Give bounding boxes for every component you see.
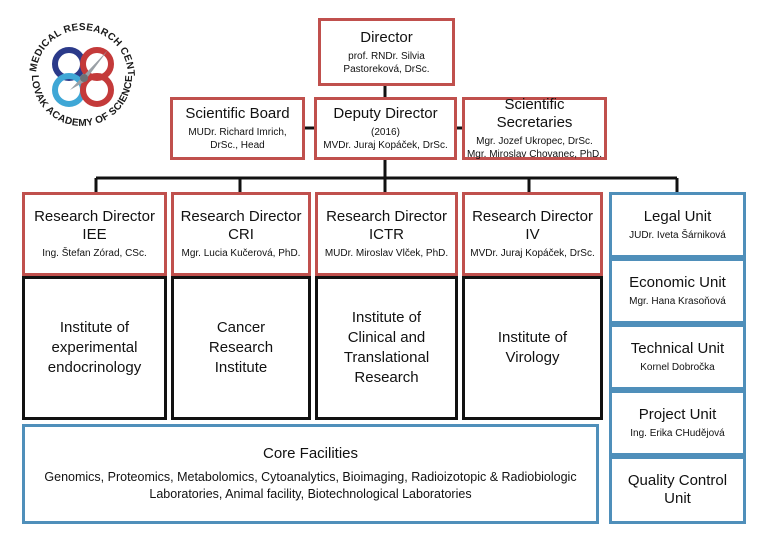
technical-unit-name: Kornel Dobročka: [640, 362, 715, 373]
institute-cri-line3: Institute: [214, 359, 268, 376]
quality-control-unit-box: Quality Control Unit: [609, 456, 746, 524]
institute-iv-line1: Institute of: [497, 329, 568, 346]
deputy-director-year: (2016): [371, 127, 400, 138]
legal-unit-box: Legal Unit JUDr. Iveta Šárniková: [609, 192, 746, 258]
quality-control-unit-title-line1: Quality Control: [627, 472, 728, 489]
logo-top-text: BIOMEDICAL RESEARCH CENTER: [14, 4, 136, 77]
logo-needle: [70, 50, 108, 90]
research-director-ictr-box: Research Director ICTR MUDr. Miroslav Vl…: [315, 192, 458, 276]
research-director-cri-box: Research Director CRI Mgr. Lucia Kučerov…: [171, 192, 311, 276]
research-director-iee-code: IEE: [82, 226, 107, 243]
institute-cri-line2: Research: [208, 339, 274, 356]
institute-iv-box: Institute of Virology: [462, 276, 603, 420]
scientific-board-name-line2: DrSc., Head: [210, 140, 265, 151]
research-director-ictr-code: ICTR: [369, 226, 404, 243]
research-director-cri-name: Mgr. Lucia Kučerová, PhD.: [181, 248, 301, 259]
economic-unit-box: Economic Unit Mgr. Hana Krasoňová: [609, 258, 746, 324]
brc-logo: BIOMEDICAL RESEARCH CENTER SLOVAK ACADEM…: [14, 4, 146, 140]
research-director-iee-name: Ing. Štefan Zórad, CSc.: [42, 248, 147, 259]
research-director-ictr-name: MUDr. Miroslav Vlček, PhD.: [324, 248, 449, 259]
scientific-secretaries-box: Scientific Secretaries Mgr. Jozef Ukrope…: [462, 96, 607, 160]
scientific-secretaries-name-line2: Mgr. Miroslav Chovanec, PhD.: [466, 149, 603, 160]
economic-unit-name: Mgr. Hana Krasoňová: [629, 296, 726, 307]
director-box: Director prof. RNDr. Silvia Pastoreková,…: [318, 18, 455, 86]
institute-ictr-line1: Institute of: [351, 309, 422, 326]
research-director-iee-box: Research Director IEE Ing. Štefan Zórad,…: [22, 192, 167, 276]
scientific-board-name-line1: MUDr. Richard Imrich,: [188, 127, 287, 138]
scientific-board-title: Scientific Board: [185, 105, 290, 122]
director-title: Director: [360, 28, 413, 46]
deputy-director-box: Deputy Director (2016) MVDr. Juraj Kopáč…: [314, 97, 457, 160]
deputy-director-name: MVDr. Juraj Kopáček, DrSc.: [323, 140, 448, 151]
legal-unit-name: JUDr. Iveta Šárniková: [629, 230, 726, 241]
research-director-ictr-title: Research Director: [326, 208, 447, 225]
project-unit-title: Project Unit: [638, 406, 717, 423]
scientific-secretaries-name-line1: Mgr. Jozef Ukropec, DrSc.: [476, 136, 593, 147]
technical-unit-title: Technical Unit: [630, 340, 725, 357]
core-facilities-title: Core Facilities: [262, 445, 359, 462]
research-director-cri-title: Research Director: [180, 208, 302, 225]
institute-cri-box: Cancer Research Institute: [171, 276, 311, 420]
project-unit-box: Project Unit Ing. Erika CHudějová: [609, 390, 746, 456]
institute-ictr-line4: Research: [354, 369, 419, 386]
research-director-iv-title: Research Director: [472, 208, 593, 225]
research-director-iee-title: Research Director: [34, 208, 155, 225]
scientific-secretaries-title: Scientific Secretaries: [496, 96, 573, 131]
research-director-iv-code: IV: [525, 226, 540, 243]
core-facilities-line1: Genomics, Proteomics, Metabolomics, Cyto…: [44, 470, 577, 484]
director-name-line1: prof. RNDr. Silvia: [348, 50, 425, 62]
research-director-cri-code: CRI: [228, 226, 254, 243]
logo-ring-red-2: [80, 73, 114, 107]
institute-iv-line2: Virology: [505, 349, 560, 366]
legal-unit-title: Legal Unit: [643, 208, 712, 225]
director-name-line2: Pastoreková, DrSc.: [343, 63, 430, 75]
svg-text:BIOMEDICAL RESEARCH CENTER: BIOMEDICAL RESEARCH CENTER: [18, 12, 136, 77]
technical-unit-box: Technical Unit Kornel Dobročka: [609, 324, 746, 390]
institute-iee-line3: endocrinology: [47, 359, 142, 376]
institute-cri-line1: Cancer: [216, 319, 266, 336]
scientific-board-box: Scientific Board MUDr. Richard Imrich, D…: [170, 97, 305, 160]
institute-iee-line1: Institute of: [59, 319, 130, 336]
project-unit-name: Ing. Erika CHudějová: [630, 428, 725, 439]
core-facilities-box: Core Facilities Genomics, Proteomics, Me…: [22, 424, 599, 524]
institute-ictr-line2: Clinical and: [347, 329, 426, 346]
core-facilities-line2: Laboratories, Animal facility, Biotechno…: [149, 487, 472, 501]
research-director-iv-name: MVDr. Juraj Kopáček, DrSc.: [470, 248, 595, 259]
institute-iee-box: Institute of experimental endocrinology: [22, 276, 167, 420]
research-director-iv-box: Research Director IV MVDr. Juraj Kopáček…: [462, 192, 603, 276]
deputy-director-title: Deputy Director: [333, 105, 438, 122]
economic-unit-title: Economic Unit: [629, 274, 726, 291]
institute-ictr-box: Institute of Clinical and Translational …: [315, 276, 458, 420]
quality-control-unit-title-line2: Unit: [664, 490, 691, 507]
institute-iee-line2: experimental: [51, 339, 138, 356]
institute-ictr-line3: Translational: [343, 349, 430, 366]
